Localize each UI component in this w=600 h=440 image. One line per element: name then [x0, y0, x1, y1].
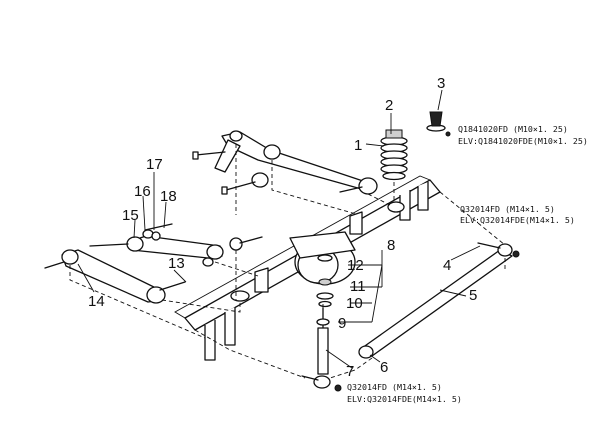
callout-15: 15: [122, 207, 139, 224]
lower-left-arm: [44, 249, 186, 304]
axle-housing: [174, 175, 441, 361]
callout-18: 18: [160, 188, 177, 205]
part-number-top-2: ELV:Q1841020FDE(M10×1. 25): [458, 136, 588, 146]
callout-3: 3: [437, 75, 445, 92]
part-number-mid-2: ELV:Q32014FDE(M14×1. 5): [460, 215, 575, 225]
callout-5: 5: [469, 287, 477, 304]
callout-1: 1: [354, 137, 362, 154]
part-number-bottom-2: ELV:Q32014FDE(M14×1. 5): [347, 394, 462, 404]
callout-14: 14: [88, 293, 105, 310]
callout-11: 11: [350, 278, 366, 295]
part-number-mid-1: Q32014FD (M14×1. 5): [460, 204, 555, 214]
leader-lines: [77, 89, 481, 369]
callout-9: 9: [338, 315, 346, 332]
callout-12: 12: [347, 257, 364, 274]
shock-mount-stack: [316, 254, 334, 308]
callouts: 1 2 3 4 5 6 7 8 9 10 11 12 13 14 15 16 1…: [88, 75, 477, 380]
shock-absorber: [301, 307, 342, 392]
callout-16: 16: [134, 183, 151, 200]
callout-2: 2: [385, 97, 393, 114]
lateral-link: [89, 223, 263, 267]
upper-control-arm: [192, 130, 378, 195]
part-number-bottom-1: Q32014FD (M14×1. 5): [347, 382, 442, 392]
coil-spring: [380, 129, 408, 181]
callout-10: 10: [346, 295, 363, 312]
bump-stop: [426, 111, 451, 137]
callout-6: 6: [380, 359, 388, 376]
callout-4: 4: [443, 257, 451, 274]
part-number-labels: Q1841020FD (M10×1. 25) ELV:Q1841020FDE(M…: [347, 124, 588, 404]
callout-8: 8: [387, 237, 395, 254]
trailing-rod: [358, 242, 520, 359]
assembly-lines: [69, 144, 506, 379]
part-number-top-1: Q1841020FD (M10×1. 25): [458, 124, 568, 134]
callout-7: 7: [346, 363, 354, 380]
callout-17: 17: [146, 156, 163, 173]
callout-13: 13: [168, 255, 185, 272]
